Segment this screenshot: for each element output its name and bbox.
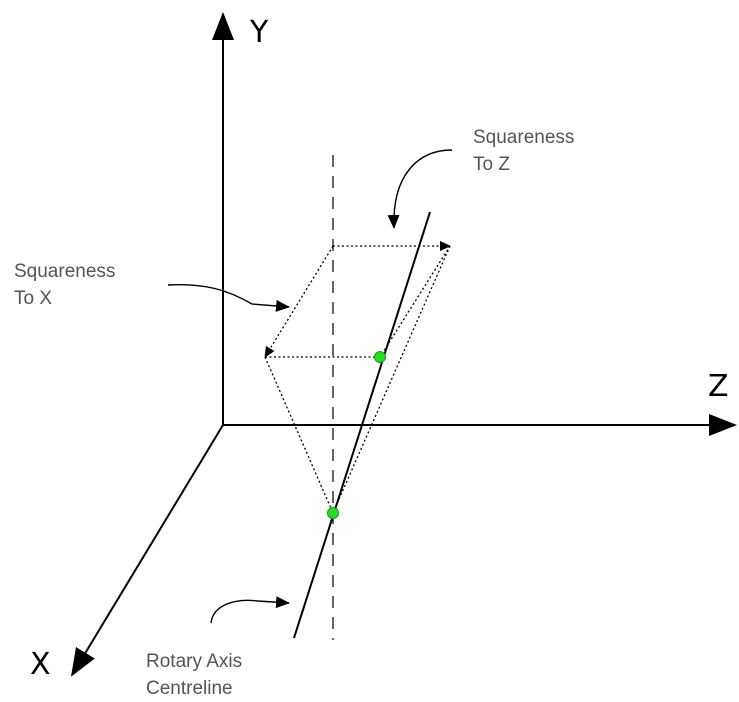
rotary-axis-leader-arrow xyxy=(210,596,290,624)
x-axis xyxy=(70,424,224,677)
squareness-x-leader-arrow xyxy=(167,283,290,312)
projection-line-to-x xyxy=(264,356,334,514)
rotary-axis-line-1: Rotary Axis xyxy=(146,651,242,672)
y-axis-label: Y xyxy=(249,15,269,50)
rotary-axis-centreline xyxy=(293,211,431,639)
squareness-x-deviation-arrow xyxy=(264,245,334,358)
squareness-to-x-label: Squareness To X xyxy=(14,261,121,309)
x-axis-label: X xyxy=(30,647,51,682)
upper-measurement-point xyxy=(374,351,386,363)
squareness-to-z-label: Squareness To Z xyxy=(473,127,580,175)
lower-measurement-point xyxy=(327,507,339,519)
rotary-axis-centreline-label: Rotary Axis Centreline xyxy=(146,651,247,699)
projection-line-to-z xyxy=(332,245,451,514)
z-axis-label: Z xyxy=(708,369,729,404)
squareness-to-x-line-2: To X xyxy=(14,288,52,309)
squareness-to-z-line-1: Squareness xyxy=(473,127,574,148)
squareness-to-z-line-2: To Z xyxy=(473,154,510,175)
parallelogram-right-edge xyxy=(379,245,451,358)
rotary-axis-line-2: Centreline xyxy=(146,678,233,699)
squareness-to-x-line-1: Squareness xyxy=(14,261,115,282)
squareness-z-leader-arrow xyxy=(387,149,453,229)
